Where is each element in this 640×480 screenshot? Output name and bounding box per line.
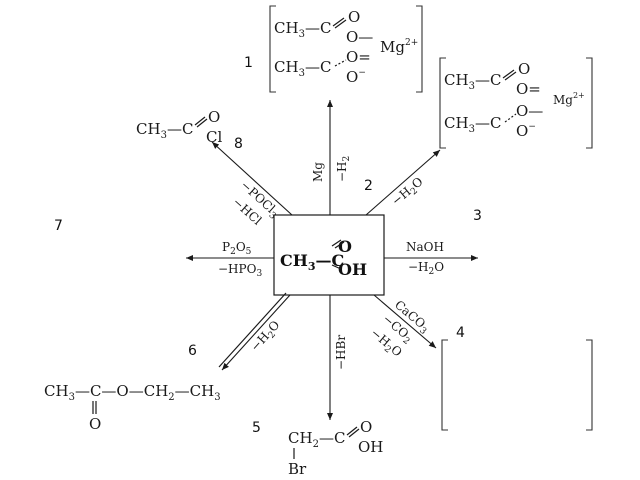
- cond-3-h2o: −H2O: [408, 260, 444, 277]
- p6-formula: CH3—C—O—CH2—CH3: [44, 382, 221, 403]
- label-4: 4: [456, 325, 465, 341]
- label-5: 5: [252, 420, 261, 436]
- cond-1-mg: Mg: [311, 162, 325, 182]
- p1-row2-o-top: O=: [346, 48, 371, 66]
- cond-7-hpo3: −HPO3: [218, 262, 262, 279]
- bracket-2-left: [439, 57, 446, 149]
- label-6: 6: [188, 343, 197, 359]
- p8-bond-a: [196, 118, 208, 128]
- p1-mg: Mg2+: [380, 38, 418, 56]
- bracket-2-right: [586, 57, 593, 149]
- center-ch3: CH3—C: [280, 251, 344, 273]
- center-box: [273, 214, 385, 296]
- arrow-2: [365, 149, 441, 216]
- p1-row2-ch3: CH3—C: [274, 58, 331, 79]
- cond-2-h2o: −H2O: [389, 174, 428, 210]
- label-8: 8: [234, 136, 243, 152]
- cond-7-p2o5: P2O5: [222, 240, 252, 257]
- p5-bond-a: [348, 428, 360, 438]
- p5-oh: OH: [358, 438, 383, 456]
- p2-mg: Mg2+: [553, 91, 585, 107]
- cond-1-h2: −H2: [335, 156, 352, 182]
- p2-row2-bond: [504, 113, 517, 123]
- arrow-4: [373, 294, 437, 349]
- label-2: 2: [364, 178, 373, 194]
- p2-row1-bond-a: [504, 71, 517, 81]
- p8-bond-b: [194, 116, 206, 126]
- p1-row1-ch3: CH3—C: [274, 19, 331, 40]
- bracket-4-right: [586, 339, 593, 431]
- p8-cl: Cl: [206, 128, 222, 146]
- bracket-1-left: [269, 5, 276, 93]
- p2-row1-o-eq: O=: [516, 80, 541, 98]
- p5-bond-b: [346, 426, 358, 436]
- center-oh: OH: [338, 260, 367, 279]
- arrow-8: [211, 141, 293, 216]
- center-double-bond-2: [331, 239, 342, 247]
- p1-row1-bond-b: [332, 17, 345, 27]
- p2-row1-bond-b: [502, 69, 515, 79]
- p1-row1-bond-a: [334, 19, 347, 29]
- label-3: 3: [473, 208, 482, 224]
- label-7: 7: [54, 218, 63, 234]
- bracket-1-right: [416, 5, 423, 93]
- p2-row1-ch3: CH3—C: [444, 71, 501, 92]
- p5-ch2: CH2—C: [288, 429, 345, 450]
- p1-row2-o-bottom: O−: [346, 68, 366, 86]
- cond-5-hbr: −HBr: [334, 335, 348, 370]
- arrow-6-second-line: [218, 292, 287, 368]
- p6-o-below: O: [89, 415, 101, 433]
- cond-3-naoh: NaOH: [406, 240, 444, 254]
- p1-row1-o-minus: O—: [346, 28, 373, 46]
- p2-row2-o-top: O—: [516, 102, 543, 120]
- bracket-4-left: [441, 339, 448, 431]
- p8-ch3: CH3—C: [136, 120, 193, 141]
- p5-br: Br: [288, 460, 307, 478]
- p1-row1-o: O: [348, 8, 360, 26]
- cond-6-h2o: −H2O: [248, 318, 285, 356]
- p5-o: O: [360, 418, 372, 436]
- center-double-bond-1: [334, 241, 345, 249]
- arrow-6: [221, 294, 291, 371]
- p2-row2-ch3: CH3—C: [444, 114, 501, 135]
- label-1: 1: [244, 55, 253, 71]
- p8-o: O: [208, 108, 220, 126]
- center-o-top: O: [338, 237, 352, 256]
- p1-row2-bond: [334, 59, 347, 67]
- center-single-bond: [331, 264, 342, 270]
- p2-row1-o: O: [518, 60, 530, 78]
- p2-row2-o-bottom: O−: [516, 122, 536, 140]
